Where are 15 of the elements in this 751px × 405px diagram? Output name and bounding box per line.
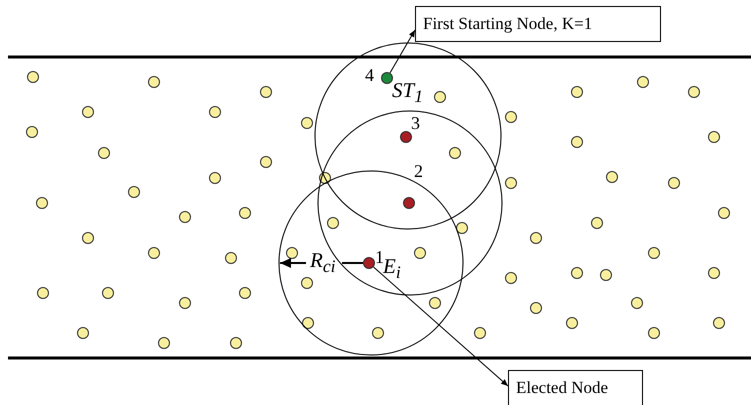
node-number: 2 bbox=[414, 162, 423, 180]
radius-label: R$_{ci}$ bbox=[310, 250, 336, 276]
node-dot bbox=[381, 72, 393, 84]
leader-line bbox=[373, 266, 508, 386]
node-dot bbox=[403, 197, 415, 209]
node-label: E$_{i}$ bbox=[383, 256, 401, 282]
node-dot bbox=[363, 257, 375, 269]
node-number: 1 bbox=[375, 248, 384, 266]
text-box: First Starting Node, K=1 bbox=[415, 6, 661, 42]
node-number: 3 bbox=[411, 114, 420, 132]
node-number: 4 bbox=[365, 66, 374, 84]
text-box: Elected Node bbox=[508, 370, 643, 405]
leader-line bbox=[390, 30, 416, 74]
node-label: ST$_{1}$ bbox=[392, 80, 423, 106]
node-dot bbox=[400, 131, 412, 143]
